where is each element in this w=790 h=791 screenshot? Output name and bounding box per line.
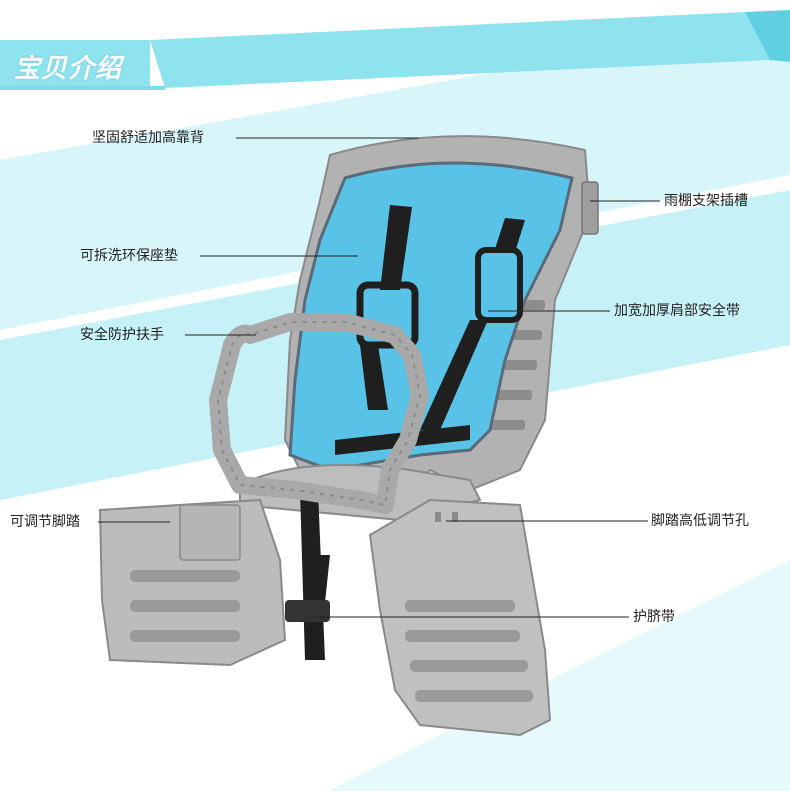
callout-cushion: 可拆洗环保座垫: [80, 248, 178, 264]
callout-shoulder-belt: 加宽加厚肩部安全带: [614, 303, 740, 319]
callout-backrest: 坚固舒适加高靠背: [92, 130, 204, 146]
child-seat: [98, 135, 599, 737]
header-banner: [0, 10, 790, 90]
callout-footrest-holes: 脚踏高低调节孔: [651, 513, 749, 529]
callout-canopy-slot: 雨棚支架插槽: [664, 193, 748, 209]
callout-armrest: 安全防护扶手: [80, 327, 164, 343]
section-heading: 宝贝介绍: [14, 54, 123, 84]
callout-footrest: 可调节脚踏: [10, 514, 80, 530]
callout-crotch-belt: 护脐带: [633, 609, 675, 625]
leader-lines: [98, 137, 660, 618]
harness: [285, 205, 525, 660]
